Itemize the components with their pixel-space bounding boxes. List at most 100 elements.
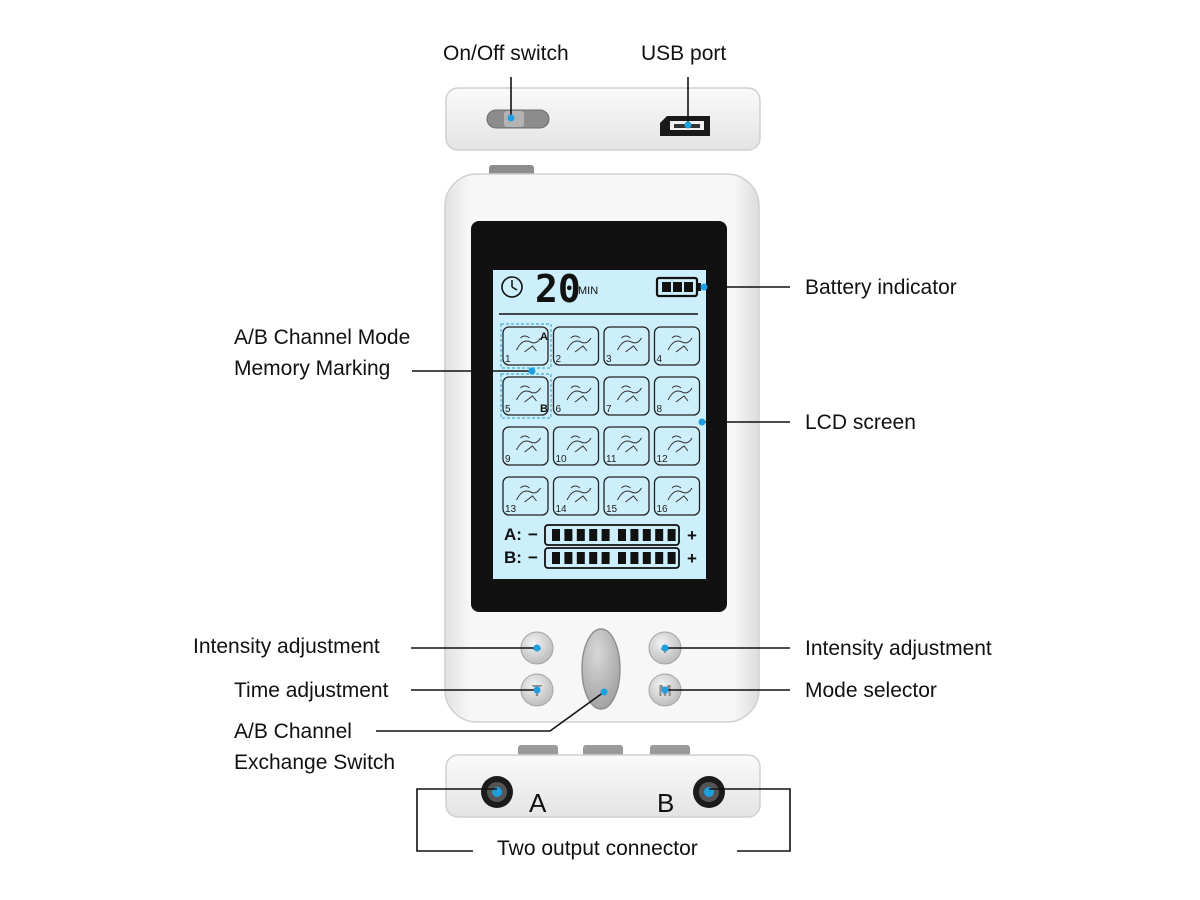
- label-exchange-line2: Exchange Switch: [234, 751, 395, 774]
- mode-number: 2: [556, 354, 562, 365]
- body-part-icon: [667, 485, 693, 503]
- mode-number: 15: [606, 504, 618, 515]
- body-part-icon: [667, 435, 693, 453]
- memory-marker-a: [500, 323, 552, 369]
- mode-cell: 13: [502, 476, 549, 516]
- channel-a-plus: +: [687, 526, 697, 545]
- device-front: [444, 165, 760, 723]
- body-part-icon: [566, 335, 592, 353]
- mode-cell: 12: [653, 426, 701, 466]
- mode-cell: 11: [603, 426, 650, 466]
- connector-a-letter: A: [529, 788, 547, 818]
- label-intensity-right: Intensity adjustment: [805, 637, 992, 660]
- memory-tag-a: A: [540, 331, 548, 343]
- memory-marker-b: [500, 373, 552, 419]
- mode-cell: 2: [552, 326, 600, 366]
- top-edge-view: [445, 87, 761, 151]
- mode-number: 16: [657, 504, 669, 515]
- body-part-icon: [617, 435, 642, 453]
- mode-number: 1: [505, 354, 511, 365]
- body-part-icon: [516, 335, 541, 353]
- mode-number: 4: [657, 354, 663, 365]
- mode-number: 11: [606, 454, 617, 465]
- channel-b-bar: B: − +: [504, 547, 697, 569]
- intensity-segment: [552, 552, 560, 564]
- mode-cell: 7: [603, 376, 650, 416]
- mode-cell: 3: [603, 326, 650, 366]
- mode-cell: 1: [502, 326, 549, 366]
- label-battery-indicator: Battery indicator: [805, 276, 957, 299]
- body-part-icon: [667, 335, 693, 353]
- lcd-screen: [493, 270, 706, 579]
- body-part-icon: [617, 335, 642, 353]
- label-memory-marking-line2: Memory Marking: [234, 357, 390, 380]
- mode-cell: 8: [653, 376, 701, 416]
- label-intensity-left: Intensity adjustment: [193, 635, 380, 658]
- intensity-segment: [564, 529, 573, 541]
- channel-b-minus: −: [528, 548, 538, 567]
- mode-number: 13: [505, 504, 517, 515]
- memory-tag-b: B: [540, 403, 548, 415]
- bottom-edge-view: A B: [445, 745, 761, 818]
- label-usb-port: USB port: [641, 42, 726, 65]
- intensity-segment: [576, 552, 585, 564]
- channel-a-label: A:: [504, 525, 522, 544]
- intensity-segment: [601, 529, 610, 541]
- body-part-icon: [516, 485, 541, 503]
- intensity-segment: [630, 552, 639, 564]
- on-off-switch[interactable]: [486, 109, 550, 129]
- intensity-segment: [576, 529, 585, 541]
- lcd-timer-unit: MIN: [578, 285, 598, 297]
- connector-b-letter: B: [657, 788, 674, 818]
- leader-lines: [376, 77, 791, 852]
- connector-a-jack[interactable]: [481, 776, 513, 808]
- mode-cell: 9: [502, 426, 549, 466]
- intensity-segment: [618, 552, 626, 564]
- connector-b-jack[interactable]: [693, 776, 725, 808]
- label-time-adjustment: Time adjustment: [234, 679, 389, 702]
- body-part-icon: [516, 385, 541, 403]
- intensity-segment: [589, 529, 598, 541]
- mode-cell: 10: [552, 426, 600, 466]
- label-memory-marking-line1: A/B Channel Mode: [234, 326, 410, 349]
- lcd-timer-value: 20: [535, 267, 581, 311]
- intensity-segment: [667, 552, 676, 564]
- mode-number: 14: [556, 504, 568, 515]
- mode-cell: 5: [502, 376, 549, 416]
- mode-number: 10: [556, 454, 568, 465]
- mode-cell: 4: [653, 326, 701, 366]
- intensity-segment: [655, 529, 664, 541]
- body-part-icon: [617, 385, 642, 403]
- intensity-segment: [552, 529, 560, 541]
- label-lcd-screen: LCD screen: [805, 411, 916, 434]
- mode-number: 5: [505, 404, 511, 415]
- mode-cell: 14: [552, 476, 600, 516]
- mode-number: 7: [606, 404, 612, 415]
- label-mode-selector: Mode selector: [805, 679, 937, 702]
- body-part-icon: [516, 435, 541, 453]
- clock-icon: [501, 276, 523, 298]
- channel-a-bar: A: − +: [504, 524, 697, 546]
- intensity-segment: [667, 529, 676, 541]
- channel-b-plus: +: [687, 549, 697, 568]
- intensity-segment: [642, 529, 651, 541]
- label-exchange-line1: A/B Channel: [234, 720, 352, 743]
- mode-cell: 15: [603, 476, 650, 516]
- intensity-segment: [642, 552, 651, 564]
- exchange-switch-button[interactable]: [581, 628, 621, 710]
- mode-number: 6: [556, 404, 562, 415]
- body-part-icon: [566, 435, 592, 453]
- intensity-segment: [564, 552, 573, 564]
- body-part-icon: [566, 485, 592, 503]
- channel-b-label: B:: [504, 548, 522, 567]
- mode-number: 8: [657, 404, 663, 415]
- body-part-icon: [566, 385, 592, 403]
- label-on-off-switch: On/Off switch: [443, 42, 569, 65]
- mode-number: 9: [505, 454, 511, 465]
- intensity-segment: [601, 552, 610, 564]
- battery-icon: [655, 276, 701, 298]
- channel-a-minus: −: [528, 525, 538, 544]
- label-output-connector: Two output connector: [497, 837, 698, 860]
- mode-number: 3: [606, 354, 612, 365]
